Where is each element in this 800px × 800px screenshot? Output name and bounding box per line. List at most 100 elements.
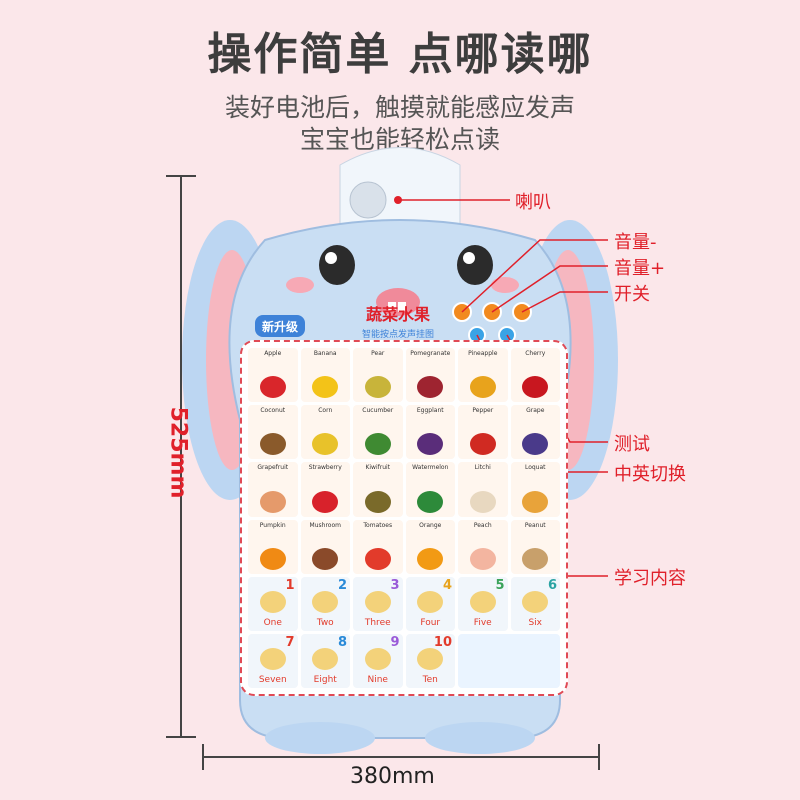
fruit-cell[interactable]: Pear — [353, 348, 403, 403]
number-word: Nine — [367, 675, 388, 685]
music-panel[interactable] — [458, 633, 560, 688]
fruit-cell[interactable]: Cherry — [510, 348, 560, 403]
width-dimension-line — [202, 756, 600, 758]
fruit-cell[interactable]: Eggplant — [405, 405, 455, 460]
fruit-label: Pomegranate — [410, 350, 451, 357]
number-word: Four — [420, 617, 441, 628]
fruit-cell[interactable]: Banana — [300, 348, 350, 403]
fruit-cell[interactable]: Watermelon — [405, 462, 455, 517]
fruit-cell[interactable]: Grapefruit — [248, 462, 298, 517]
fruit-cell[interactable]: Tomatoes — [353, 519, 403, 574]
number-digit: 9 — [390, 634, 400, 650]
number-picture — [364, 647, 391, 670]
left-foot — [265, 722, 375, 754]
fruit-image — [522, 433, 549, 456]
height-label: 525mm — [165, 406, 191, 499]
fruit-cell[interactable]: Kiwifruit — [353, 462, 403, 517]
width-tick-right — [598, 744, 600, 770]
fruit-label: Eggplant — [416, 407, 444, 415]
fruit-label: Watermelon — [412, 464, 449, 472]
upgrade-badge: 新升级 — [262, 319, 298, 334]
width-label: 380mm — [350, 764, 435, 789]
height-dimension-line — [180, 175, 182, 737]
callout-volume-up: 音量+ — [614, 258, 666, 279]
right-cheek — [491, 277, 519, 293]
width-tick-left — [202, 744, 204, 770]
fruit-cell[interactable]: Grape — [510, 405, 560, 460]
speaker-dot — [394, 196, 402, 204]
fruit-image — [522, 547, 549, 570]
fruit-cell[interactable]: Mushroom — [300, 519, 350, 574]
fruit-cell[interactable]: Pumpkin — [248, 519, 298, 574]
fruit-cell[interactable]: Loquat — [510, 462, 560, 517]
fruit-cell[interactable]: Coconut — [248, 405, 298, 460]
fruit-cell[interactable]: Peanut — [510, 519, 560, 574]
fruit-cell[interactable]: Apple — [248, 348, 298, 403]
fruit-image — [364, 547, 391, 570]
number-picture — [522, 590, 549, 613]
volume-down-leader — [461, 239, 608, 313]
fruit-label: Cherry — [525, 350, 546, 357]
number-picture — [312, 590, 339, 613]
fruit-image — [312, 490, 339, 513]
fruit-label: Pear — [371, 350, 385, 357]
fruit-image — [417, 490, 444, 513]
fruit-image — [469, 433, 496, 456]
fruit-image — [259, 547, 286, 570]
number-picture — [259, 590, 286, 613]
fruit-label: Pepper — [472, 407, 494, 415]
fruit-image — [417, 547, 444, 570]
fruit-image — [312, 433, 339, 456]
number-digit: 8 — [337, 634, 347, 650]
power-leader — [521, 291, 608, 313]
number-word: Six — [528, 617, 543, 628]
fruit-image — [312, 547, 339, 570]
poster-subtitle: 智能按点发声挂图 — [362, 328, 434, 340]
fruit-cell[interactable]: Peach — [458, 519, 508, 574]
fruit-image — [469, 490, 496, 513]
fruit-cell[interactable]: Orange — [405, 519, 455, 574]
fruit-cell[interactable]: Cucumber — [353, 405, 403, 460]
number-picture — [469, 590, 496, 613]
fruit-label: Litchi — [474, 464, 491, 472]
number-digit: 7 — [285, 634, 295, 650]
left-cheek — [286, 277, 314, 293]
fruit-image — [469, 547, 496, 570]
fruit-cell[interactable]: Litchi — [458, 462, 508, 517]
fruit-label: Loquat — [524, 464, 546, 472]
fruit-image — [312, 376, 339, 399]
fruit-image — [522, 490, 549, 513]
number-word: Two — [316, 617, 334, 628]
number-word: Seven — [258, 675, 287, 685]
number-digit: 5 — [495, 577, 505, 593]
subtitle-line-1: 装好电池后，触摸就能感应发声 — [224, 93, 575, 122]
fruit-label: Apple — [264, 350, 282, 357]
number-picture — [417, 590, 444, 613]
number-picture — [417, 647, 444, 670]
fruit-label: Banana — [313, 350, 337, 357]
fruit-image — [364, 490, 391, 513]
fruit-label: Peanut — [524, 521, 546, 529]
fruit-cell[interactable]: Pineapple — [458, 348, 508, 403]
fruit-cell[interactable]: Strawberry — [300, 462, 350, 517]
right-foot — [425, 722, 535, 754]
height-tick-top — [166, 175, 196, 177]
fruit-cell[interactable]: Pomegranate — [405, 348, 455, 403]
fruit-cell[interactable]: Pepper — [458, 405, 508, 460]
number-digit: 3 — [390, 577, 400, 593]
number-word: Five — [473, 617, 492, 628]
fruit-label: Mushroom — [309, 521, 341, 529]
fruit-label: Pineapple — [468, 350, 498, 357]
fruit-cell[interactable]: Corn — [300, 405, 350, 460]
fruit-image — [364, 433, 391, 456]
